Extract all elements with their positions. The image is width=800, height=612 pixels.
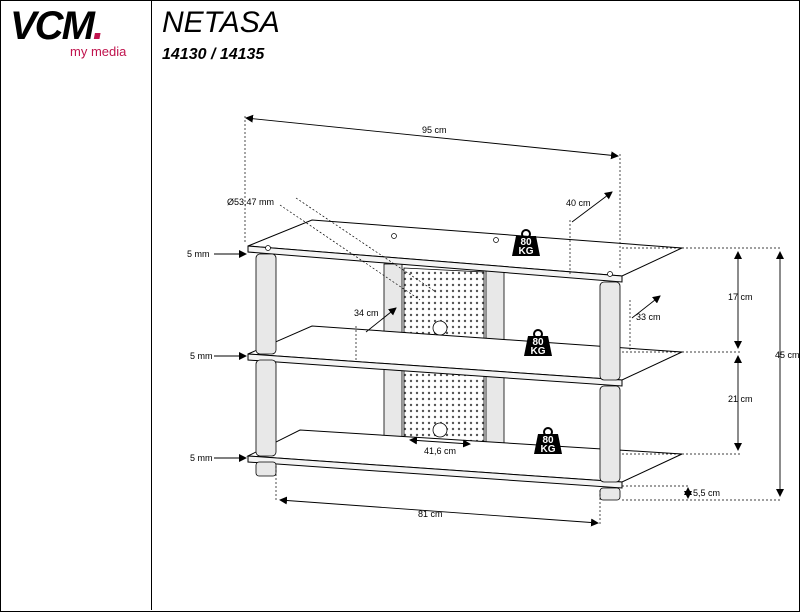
weight-unit: KG — [541, 444, 556, 455]
back-panels — [403, 267, 485, 453]
weight-icon: 80 KG — [534, 427, 562, 455]
extension-lines — [244, 116, 780, 525]
label-glass-top: 5 mm — [187, 249, 210, 259]
label-glass-bottom: 5 mm — [190, 453, 213, 463]
front-posts — [255, 253, 621, 501]
label-cable-hole: Ø53,47 mm — [227, 197, 274, 207]
weight-icon: 80 KG — [512, 229, 540, 257]
product-title: NETASA — [162, 6, 280, 39]
label-height-total: 45 cm — [775, 350, 800, 360]
weight-unit: KG — [519, 246, 534, 257]
shelves — [246, 219, 684, 489]
brand-logo: VCM. — [10, 4, 104, 49]
label-glass-middle: 5 mm — [190, 351, 213, 361]
label-height-upper: 17 cm — [728, 292, 753, 302]
weight-value: 80 — [520, 237, 532, 248]
product-models: 14130 / 14135 — [162, 46, 265, 63]
label-width-top: 95 cm — [422, 125, 447, 135]
dimension-labels: 95 cm 40 cm Ø53,47 mm 34 cm 33 cm 41,6 c… — [187, 125, 800, 519]
label-foot-height: 5,5 cm — [693, 488, 720, 498]
weight-icon: 80 KG — [524, 329, 552, 357]
weight-unit: KG — [531, 346, 546, 357]
label-width-bottom: 81 cm — [418, 509, 443, 519]
brand-dot: . — [92, 4, 104, 48]
dimension-arrows — [214, 114, 784, 527]
label-inner-depth: 33 cm — [636, 312, 661, 322]
brand-name: VCM — [10, 4, 95, 48]
label-depth: 40 cm — [566, 198, 591, 208]
sidebar: VCM. my media — [0, 0, 152, 610]
brand-tagline: my media — [70, 44, 127, 59]
weight-value: 80 — [532, 337, 544, 348]
shelf-screws — [265, 233, 613, 277]
label-panel-width: 41,6 cm — [424, 446, 456, 456]
label-shelf-depth: 34 cm — [354, 308, 379, 318]
weight-value: 80 — [542, 435, 554, 446]
rear-posts — [383, 263, 505, 451]
label-height-lower: 21 cm — [728, 394, 753, 404]
